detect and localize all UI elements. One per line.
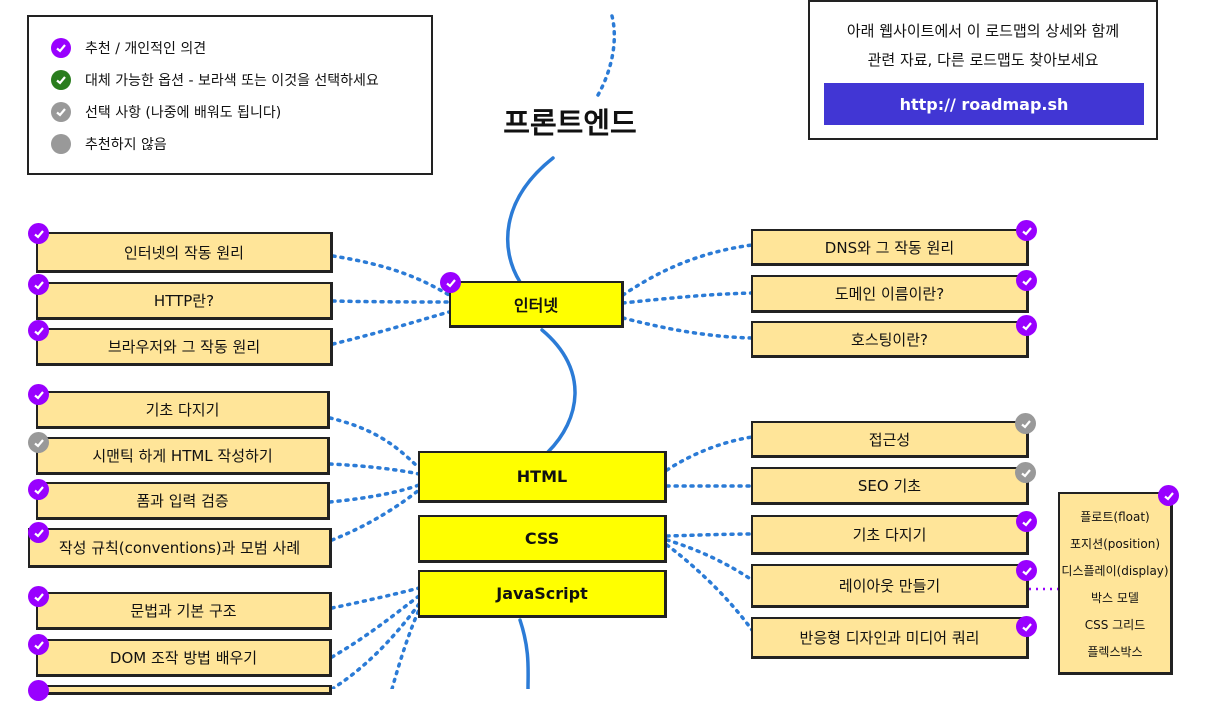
topic-domain-name[interactable]: 도메인 이름이란? [751, 275, 1029, 313]
check-icon [51, 70, 71, 90]
legend-alternative-label: 대체 가능한 옵션 - 보라색 또는 이것을 선택하세요 [85, 73, 379, 89]
recommended-check-icon [1016, 616, 1037, 637]
topic-js-next[interactable] [36, 685, 332, 695]
topic-forms-validation[interactable]: 폼과 입력 검증 [36, 482, 330, 520]
spine-top [505, 156, 555, 284]
legend-recommended: 추천 / 개인적인 의견 [51, 38, 206, 58]
main-node-css[interactable]: CSS [418, 515, 667, 563]
page-title: 프론트엔드 [503, 106, 637, 140]
recommended-check-icon [28, 634, 49, 655]
recommended-check-icon [440, 272, 461, 293]
topic-semantic-html[interactable]: 시맨틱 하게 HTML 작성하기 [36, 437, 330, 475]
topic-browsers[interactable]: 브라우저와 그 작동 원리 [36, 328, 333, 366]
topic-hosting[interactable]: 호스팅이란? [751, 321, 1029, 358]
legend-alternative: 대체 가능한 옵션 - 보라색 또는 이것을 선택하세요 [51, 70, 379, 90]
recommended-check-icon [28, 320, 49, 341]
legend-not-recommended: 추천하지 않음 [51, 134, 167, 154]
info-line-2: 관련 자료, 다른 로드맵도 찾아보세요 [867, 51, 1099, 69]
circle-icon [51, 134, 71, 154]
legend-recommended-label: 추천 / 개인적인 의견 [85, 41, 207, 57]
optional-check-icon [1015, 413, 1036, 434]
topic-js-syntax[interactable]: 문법과 기본 구조 [36, 592, 332, 630]
topic-seo-basics[interactable]: SEO 기초 [751, 467, 1029, 505]
layout-item-box-model[interactable]: 박스 모델 [1091, 591, 1139, 605]
legend-box: 추천 / 개인적인 의견 대체 가능한 옵션 - 보라색 또는 이것을 선택하세… [27, 15, 433, 175]
topic-conventions[interactable]: 작성 규칙(conventions)과 모범 사례 [28, 528, 332, 568]
topic-how-internet-works[interactable]: 인터넷의 작동 원리 [36, 232, 333, 273]
recommended-check-icon [1016, 270, 1037, 291]
main-node-javascript[interactable]: JavaScript [418, 570, 667, 618]
legend-optional-label: 선택 사항 (나중에 배워도 됩니다) [85, 105, 282, 121]
optional-check-icon [28, 432, 49, 453]
layout-item-flexbox[interactable]: 플렉스박스 [1087, 645, 1143, 659]
recommended-check-icon [28, 680, 49, 701]
main-node-internet[interactable]: 인터넷 [449, 281, 624, 328]
legend-not-recommended-label: 추천하지 않음 [85, 137, 167, 153]
topic-dns[interactable]: DNS와 그 작동 원리 [751, 229, 1029, 266]
layout-item-display[interactable]: 디스플레이(display) [1061, 564, 1169, 578]
layout-item-float[interactable]: 플로트(float) [1080, 510, 1150, 524]
recommended-check-icon [1016, 220, 1037, 241]
check-icon [51, 38, 71, 58]
layout-subtopics-box: 플로트(float) 포지션(position) 디스플레이(display) … [1058, 492, 1173, 675]
recommended-check-icon [1016, 315, 1037, 336]
recommended-check-icon [28, 223, 49, 244]
recommended-check-icon [1016, 511, 1037, 532]
legend-optional: 선택 사항 (나중에 배워도 됩니다) [51, 102, 281, 122]
recommended-check-icon [1016, 560, 1037, 581]
info-box: 아래 웹사이트에서 이 로드맵의 상세와 함께 관련 자료, 다른 로드맵도 찾… [808, 0, 1158, 140]
topic-making-layouts[interactable]: 레이아웃 만들기 [751, 564, 1029, 608]
recommended-check-icon [28, 274, 49, 295]
spine-dotted-top [596, 14, 617, 97]
topic-responsive-design[interactable]: 반응형 디자인과 미디어 쿼리 [751, 617, 1029, 659]
topic-css-basics[interactable]: 기초 다지기 [751, 515, 1029, 555]
main-node-html[interactable]: HTML [418, 451, 667, 503]
optional-check-icon [1015, 462, 1036, 483]
roadmap-link[interactable]: http:// roadmap.sh [824, 83, 1144, 125]
recommended-check-icon [28, 586, 49, 607]
recommended-check-icon [28, 522, 49, 543]
info-line-1: 아래 웹사이트에서 이 로드맵의 상세와 함께 [846, 22, 1120, 40]
recommended-check-icon [1158, 485, 1179, 506]
topic-html-basics[interactable]: 기초 다지기 [36, 391, 330, 429]
check-icon [51, 102, 71, 122]
topic-dom-manipulation[interactable]: DOM 조작 방법 배우기 [36, 639, 332, 677]
topic-accessibility[interactable]: 접근성 [751, 421, 1029, 458]
spine-bottom [518, 618, 530, 689]
topic-what-is-http[interactable]: HTTP란? [36, 282, 333, 320]
spine-middle [540, 328, 577, 454]
recommended-check-icon [28, 384, 49, 405]
layout-item-css-grid[interactable]: CSS 그리드 [1084, 618, 1146, 632]
recommended-check-icon [28, 479, 49, 500]
layout-item-position[interactable]: 포지션(position) [1069, 537, 1160, 551]
